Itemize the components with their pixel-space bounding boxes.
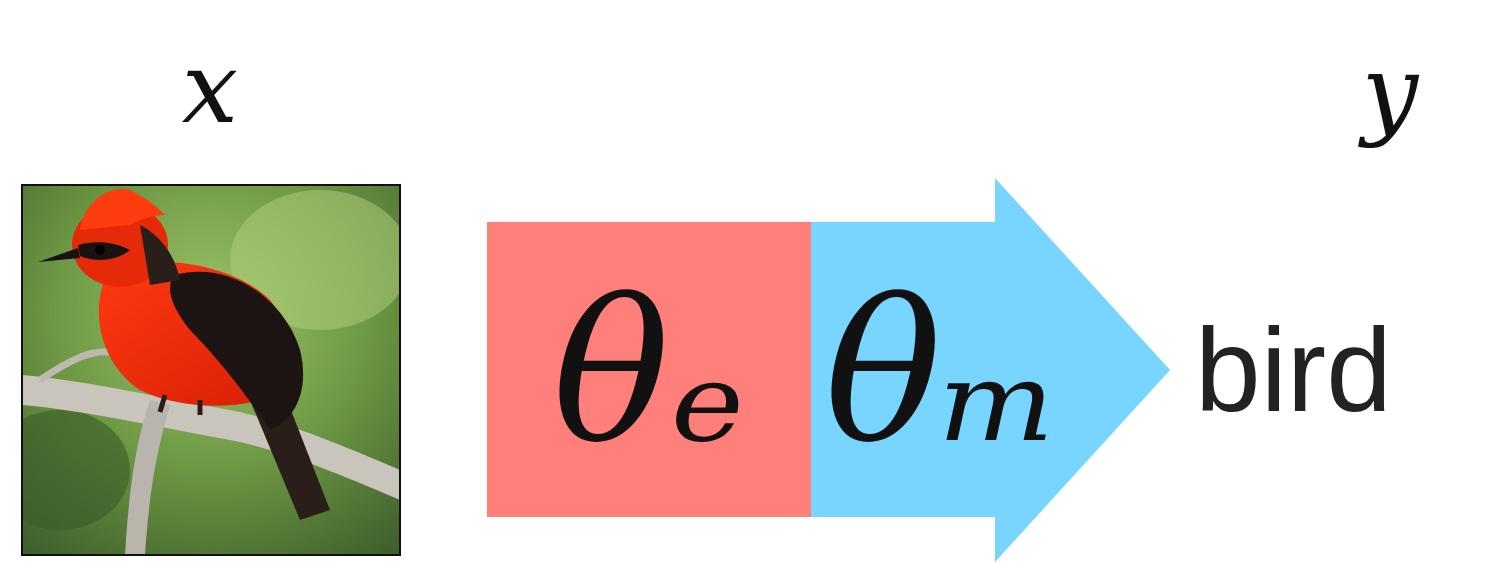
- model-arrow: θₘ: [811, 178, 1171, 562]
- photo-content: [22, 185, 400, 555]
- encoder-box: θₑ: [487, 222, 811, 517]
- input-symbol: x: [182, 38, 238, 138]
- class-label: bird: [1195, 311, 1392, 429]
- output-symbol: y: [1362, 42, 1419, 142]
- parameter-symbol: θₑ: [553, 275, 746, 470]
- parameter-symbol: θₘ: [825, 275, 1062, 470]
- arrow-fill: [811, 178, 1170, 562]
